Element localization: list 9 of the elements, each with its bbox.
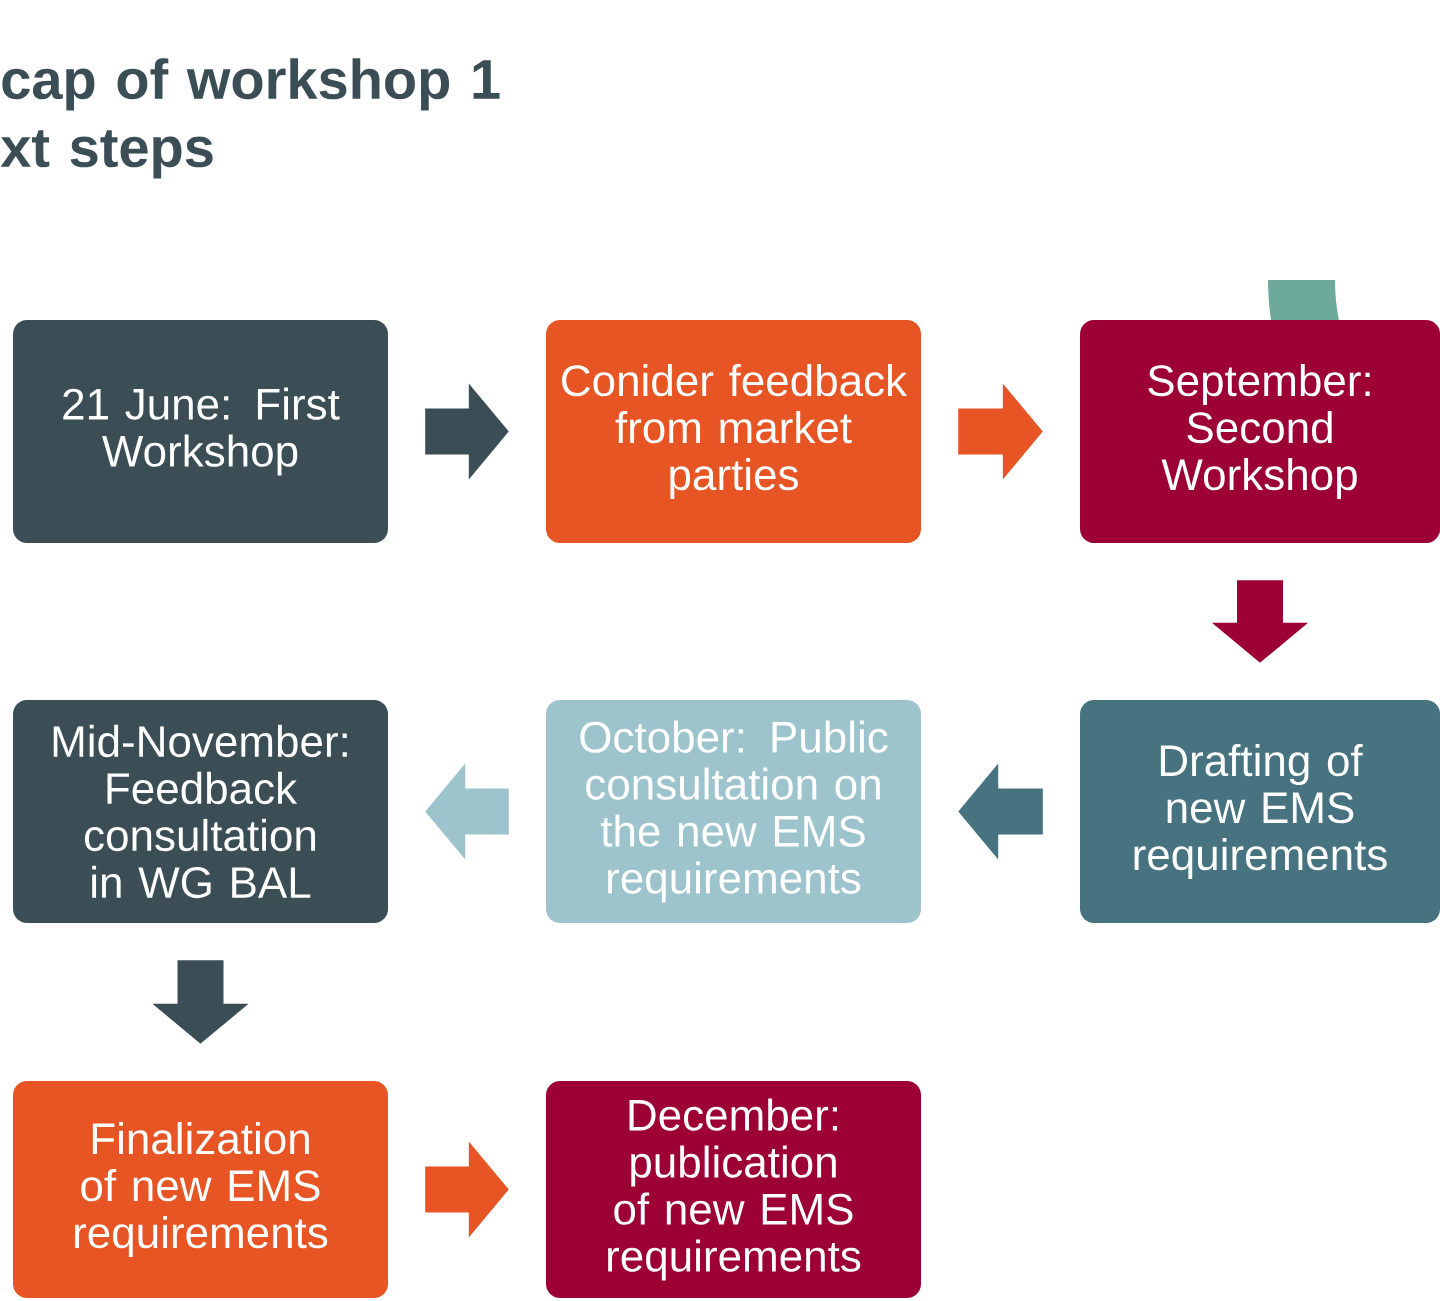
process-box: 21 June: First Workshop	[13, 320, 388, 543]
process-box: Finalization of new EMS requirements	[13, 1081, 388, 1298]
process-box: Conider feedback from market parties	[546, 320, 921, 543]
process-box: Drafting of new EMS requirements	[1080, 700, 1440, 923]
process-box: October: Public consultation on the new EMS requirements	[546, 700, 921, 923]
process-box: September: Second Workshop	[1080, 320, 1440, 543]
process-box: Mid-November: Feedback consultation in WG BAL	[13, 700, 388, 923]
process-box: December: publication of new EMS requirements	[546, 1081, 921, 1298]
title: cap of workshop 1 xt steps	[0, 58, 500, 179]
